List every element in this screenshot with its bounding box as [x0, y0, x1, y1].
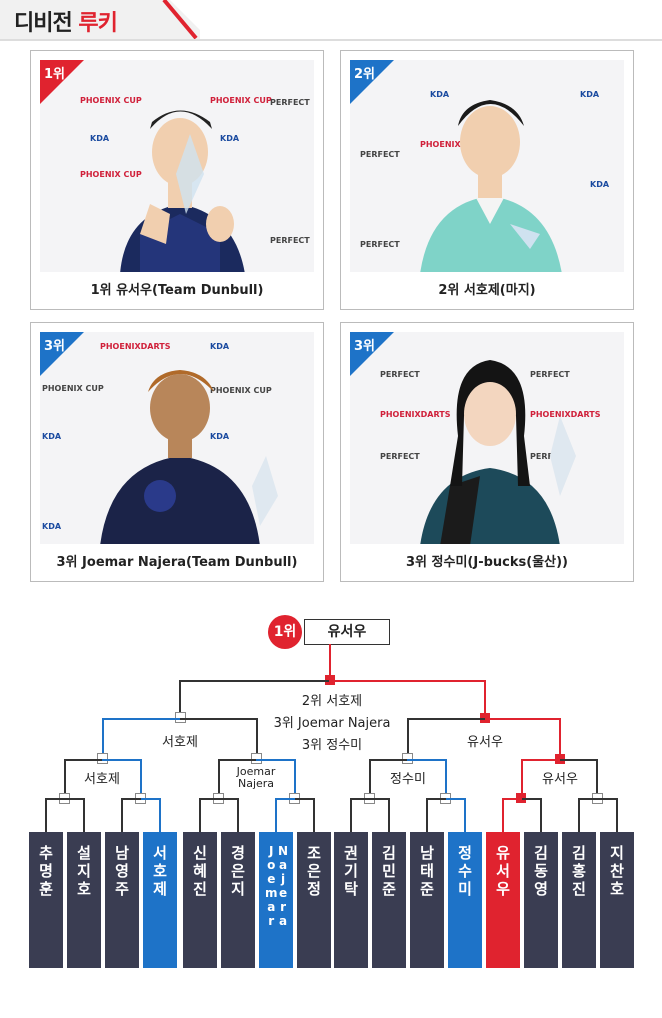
- player-figure: [420, 100, 562, 272]
- final-result-line: 3위 정수미: [301, 738, 363, 753]
- rank-badge-1: [40, 60, 84, 104]
- final-result-line: 2위 서호제: [301, 694, 363, 709]
- winner-photo-1: PHOENIX CUP KDA PHOENIX CUP PERFECT KDA …: [40, 60, 314, 272]
- winner-card-3: PHOENIXDARTS KDA PHOENIX CUP PHOENIX CUP…: [30, 322, 324, 582]
- winner-caption: 1위 유서우(Team Dunbull): [90, 283, 264, 298]
- winner-caption: 2위 서호제(마지): [438, 283, 536, 298]
- semi-node-left: [175, 712, 186, 723]
- rank-badge-label: 3위: [354, 339, 376, 354]
- qf-node-3: [402, 753, 413, 764]
- rank-badge-label: 3위: [44, 339, 66, 354]
- qf-node-1: [97, 753, 108, 764]
- bracket-player: J o e m a r N a j e r a: [259, 832, 293, 968]
- rank-badge-label: 2위: [354, 67, 376, 82]
- rank-badge-2: [350, 60, 394, 104]
- champion-rank-badge: 1위: [268, 615, 302, 649]
- winner-caption: 3위 Joemar Najera(Team Dunbull): [56, 555, 298, 570]
- champion-name: 유서우: [304, 619, 390, 645]
- rank-badge-3: [40, 332, 84, 376]
- final-node: [325, 675, 335, 685]
- section-header: 디비전 루키: [0, 0, 662, 42]
- final-result-line: 3위 Joemar Najera: [273, 716, 391, 731]
- qf-winner-2: Joemar Najera: [236, 765, 276, 790]
- qf-winner-3: 정수미: [390, 772, 426, 787]
- player-figure: [100, 370, 278, 544]
- player-figure: [420, 360, 576, 544]
- winner-photo-2: KDA KDA PHOENIX CUP PERFECT KDA PERFECT …: [350, 60, 624, 272]
- header-divider: [0, 39, 662, 41]
- rank-badge-4: [350, 332, 394, 376]
- rank-badge-label: 1위: [44, 67, 66, 82]
- winner-card-1: PHOENIX CUP KDA PHOENIX CUP PERFECT KDA …: [30, 50, 324, 310]
- semi-winner-right: 유서우: [467, 735, 503, 750]
- semi-winner-left: 서호제: [162, 735, 198, 750]
- page-title: 디비전 루키: [14, 11, 118, 36]
- player-figure: [120, 110, 245, 272]
- qf-node-2: [251, 753, 262, 764]
- winner-card-2: KDA KDA PHOENIX CUP PERFECT KDA PERFECT …: [340, 50, 634, 310]
- qf-winner-4: 유서우: [542, 772, 578, 787]
- winner-caption: 3위 정수미(J-bucks(울산)): [406, 555, 568, 570]
- qf-winner-1: 서호제: [84, 772, 120, 787]
- winner-card-4: PERFECT PERFECT PHOENIXDARTS PHOENIXDART…: [340, 322, 634, 582]
- winner-photo-4: PERFECT PERFECT PHOENIXDARTS PHOENIXDART…: [350, 332, 624, 544]
- winner-photo-3: PHOENIXDARTS KDA PHOENIX CUP PHOENIX CUP…: [40, 332, 314, 544]
